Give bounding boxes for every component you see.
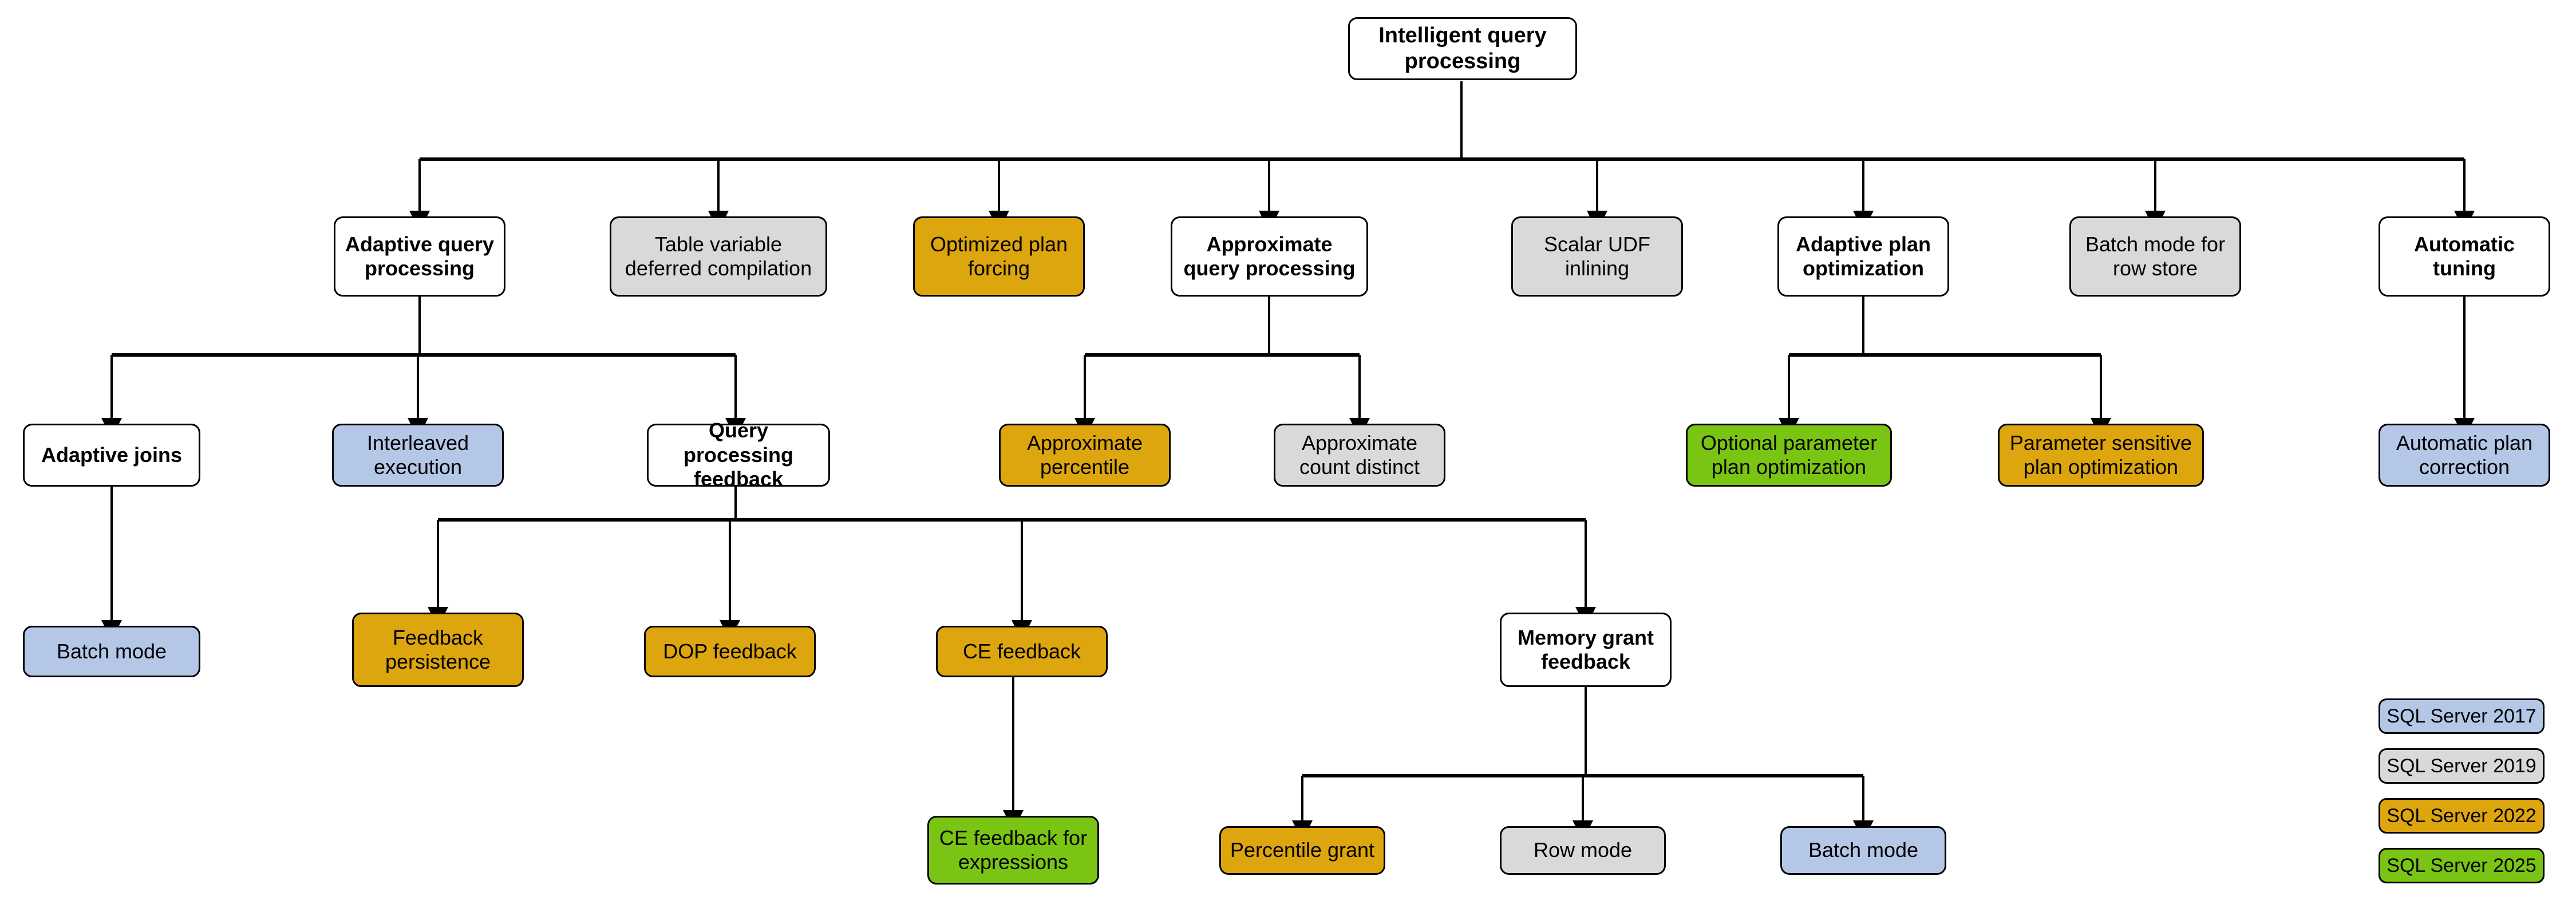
node-apq[interactable]: Approximate query processing — [1171, 216, 1368, 297]
node-cefb[interactable]: CE feedback — [936, 626, 1108, 677]
node-batchmode2[interactable]: Batch mode — [1780, 826, 1946, 875]
node-aqp[interactable]: Adaptive query processing — [334, 216, 505, 297]
node-mgf[interactable]: Memory grant feedback — [1500, 613, 1672, 687]
node-opf[interactable]: Optimized plan forcing — [913, 216, 1085, 297]
node-autotune[interactable]: Automatic tuning — [2379, 216, 2550, 297]
node-adjoins[interactable]: Adaptive joins — [23, 424, 200, 487]
node-pctgrant[interactable]: Percentile grant — [1219, 826, 1385, 875]
node-apct[interactable]: Approximate percentile — [999, 424, 1171, 487]
node-apc[interactable]: Automatic plan correction — [2379, 424, 2550, 487]
node-acd[interactable]: Approximate count distinct — [1274, 424, 1445, 487]
node-rowmode[interactable]: Row mode — [1500, 826, 1666, 875]
node-root[interactable]: Intelligent query processing — [1348, 17, 1577, 80]
node-oppo[interactable]: Optional parameter plan optimization — [1686, 424, 1892, 487]
legend-item-sql-server-2022: SQL Server 2022 — [2379, 798, 2545, 834]
node-batchmode1[interactable]: Batch mode — [23, 626, 200, 677]
node-interleav[interactable]: Interleaved execution — [332, 424, 504, 487]
node-qpf[interactable]: Query processing feedback — [647, 418, 830, 491]
node-cefbexpr[interactable]: CE feedback for expressions — [927, 816, 1099, 885]
node-bmrs[interactable]: Batch mode for row store — [2069, 216, 2241, 297]
node-apo[interactable]: Adaptive plan optimization — [1777, 216, 1949, 297]
legend-item-sql-server-2019: SQL Server 2019 — [2379, 748, 2545, 784]
legend-item-sql-server-2017: SQL Server 2017 — [2379, 698, 2545, 734]
node-fbpers[interactable]: Feedback persistence — [352, 613, 524, 687]
node-tvdc[interactable]: Table variable deferred compilation — [610, 216, 827, 297]
node-dopfb[interactable]: DOP feedback — [644, 626, 816, 677]
node-sudf[interactable]: Scalar UDF inlining — [1511, 216, 1683, 297]
node-pspo[interactable]: Parameter sensitive plan optimization — [1998, 424, 2204, 487]
legend-item-sql-server-2025: SQL Server 2025 — [2379, 848, 2545, 883]
